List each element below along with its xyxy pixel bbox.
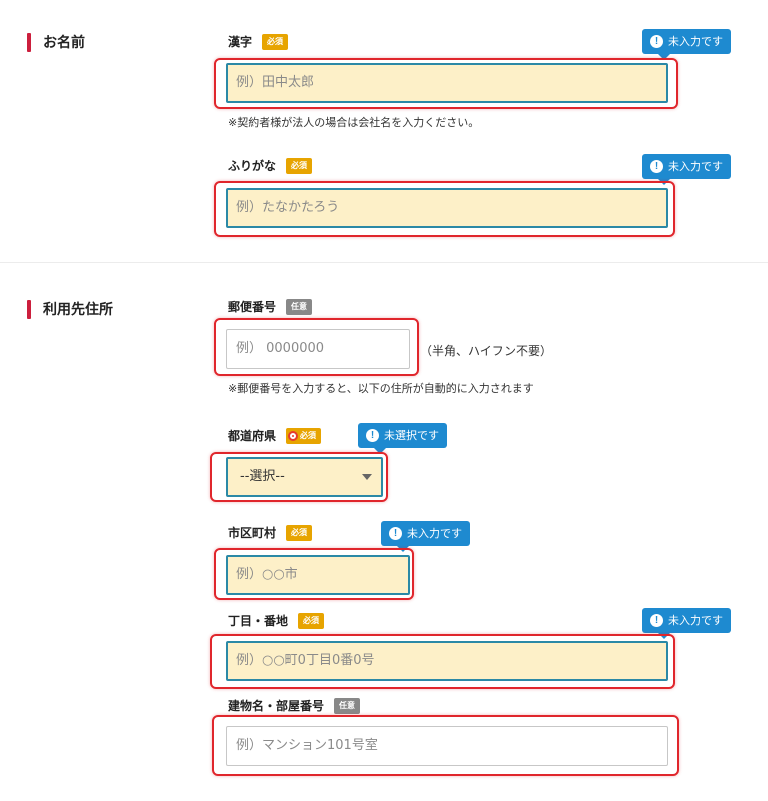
exclamation-circle-icon: ! xyxy=(650,35,663,48)
street-input[interactable]: 例）○○町0丁目0番0号 xyxy=(226,641,668,681)
city-label: 市区町村 必須 xyxy=(228,524,313,541)
required-badge: 必須 xyxy=(286,157,313,174)
prefecture-error-tooltip: ! 未選択です xyxy=(358,423,447,454)
furigana-input[interactable]: 例）たなかたろう xyxy=(226,188,668,228)
caret-down-icon xyxy=(362,474,372,480)
required-badge: 必須 xyxy=(286,524,313,541)
kanji-error-tooltip: ! 未入力です xyxy=(642,29,731,60)
tooltip-text: 未入力です xyxy=(407,527,462,540)
street-label-text: 丁目・番地 xyxy=(228,614,289,628)
exclamation-circle-icon: ! xyxy=(366,429,379,442)
section-title-text: お名前 xyxy=(43,35,85,51)
tooltip-text: 未選択です xyxy=(384,429,439,442)
section-accent-bar xyxy=(27,299,31,319)
kanji-input[interactable]: 例）田中太郎 xyxy=(226,63,668,103)
furigana-label-text: ふりがな xyxy=(228,159,277,173)
mouse-cursor-icon xyxy=(288,430,299,441)
prefecture-select[interactable]: --選択-- xyxy=(226,457,383,497)
city-input[interactable]: 例）○○市 xyxy=(226,555,410,595)
city-label-text: 市区町村 xyxy=(228,526,277,540)
section-divider xyxy=(0,262,768,263)
postal-label-text: 郵便番号 xyxy=(228,300,277,314)
street-error-tooltip: ! 未入力です xyxy=(642,608,731,639)
exclamation-circle-icon: ! xyxy=(650,160,663,173)
city-error-tooltip: ! 未入力です xyxy=(381,521,470,552)
prefecture-label-text: 都道府県 xyxy=(228,429,277,443)
required-badge: 必須 xyxy=(286,427,322,444)
required-badge: 必須 xyxy=(262,33,289,50)
building-label: 建物名・部屋番号 任意 xyxy=(228,697,361,714)
optional-badge: 任意 xyxy=(334,697,361,714)
kanji-label: 漢字 必須 xyxy=(228,33,289,50)
exclamation-circle-icon: ! xyxy=(650,614,663,627)
required-badge: 必須 xyxy=(298,612,325,629)
required-badge-text: 必須 xyxy=(300,430,317,440)
furigana-label: ふりがな 必須 xyxy=(228,157,313,174)
building-label-text: 建物名・部屋番号 xyxy=(228,699,325,713)
kanji-label-text: 漢字 xyxy=(228,35,253,49)
postal-label: 郵便番号 任意 xyxy=(228,298,313,315)
prefecture-selected-value: --選択-- xyxy=(240,469,285,484)
optional-badge: 任意 xyxy=(286,298,313,315)
prefecture-label: 都道府県 必須 xyxy=(228,427,322,444)
section-title-text: 利用先住所 xyxy=(43,302,113,318)
tooltip-text: 未入力です xyxy=(668,614,723,627)
exclamation-circle-icon: ! xyxy=(389,527,402,540)
tooltip-text: 未入力です xyxy=(668,35,723,48)
tooltip-text: 未入力です xyxy=(668,160,723,173)
section-accent-bar xyxy=(27,32,31,52)
postal-note: ※郵便番号を入力すると、以下の住所が自動的に入力されます xyxy=(228,382,534,395)
kanji-note: ※契約者様が法人の場合は会社名を入力ください。 xyxy=(228,116,480,129)
postal-input[interactable]: 例） 0000000 xyxy=(226,329,410,369)
building-input[interactable]: 例）マンション101号室 xyxy=(226,726,668,766)
section-title-name: お名前 xyxy=(27,32,85,52)
section-title-address: 利用先住所 xyxy=(27,299,113,319)
street-label: 丁目・番地 必須 xyxy=(228,612,325,629)
furigana-error-tooltip: ! 未入力です xyxy=(642,154,731,185)
postal-suffix: （半角、ハイフン不要） xyxy=(420,344,553,358)
